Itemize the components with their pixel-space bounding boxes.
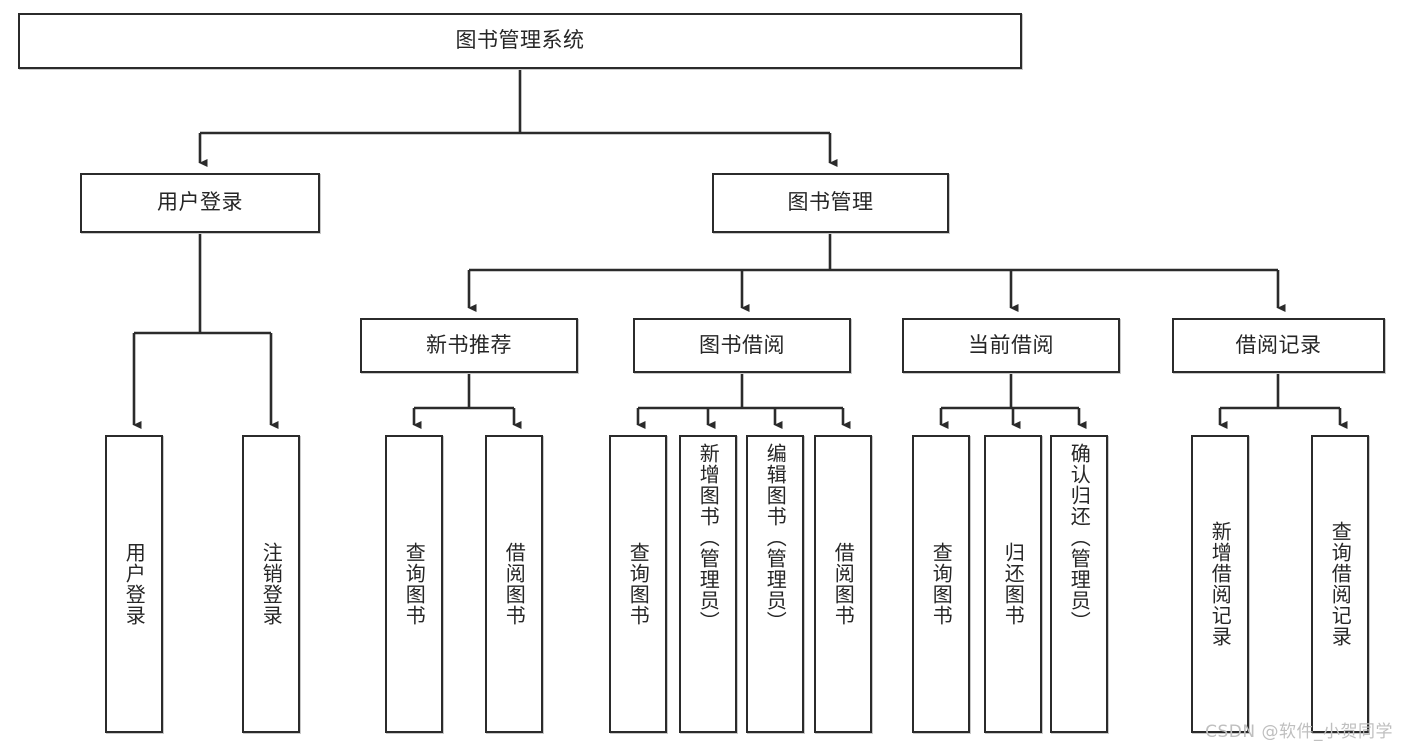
node-leaf-edit-book-label: 编辑图书（管理员） [763,443,788,632]
node-leaf-user-login-label: 用户登录 [122,542,147,626]
node-leaf-query-book-2[interactable]: 查询图书 [609,435,667,733]
node-new-book-recommend[interactable]: 新书推荐 [360,318,578,373]
node-leaf-add-record[interactable]: 新增借阅记录 [1191,435,1249,733]
node-leaf-return-book-label: 归还图书 [1001,542,1026,626]
node-leaf-user-logout[interactable]: 注销登录 [242,435,300,733]
node-leaf-borrow-book-1[interactable]: 借阅图书 [485,435,543,733]
node-leaf-add-book[interactable]: 新增图书（管理员） [679,435,737,733]
node-leaf-edit-book[interactable]: 编辑图书（管理员） [746,435,804,733]
node-leaf-query-record-label: 查询借阅记录 [1328,521,1353,647]
node-leaf-add-record-label: 新增借阅记录 [1208,521,1233,647]
node-current-borrow[interactable]: 当前借阅 [902,318,1120,373]
node-new-book-recommend-label: 新书推荐 [426,332,512,357]
node-user-login[interactable]: 用户登录 [80,173,320,233]
node-borrow-record[interactable]: 借阅记录 [1172,318,1385,373]
node-leaf-add-book-label: 新增图书（管理员） [696,443,721,632]
node-leaf-confirm-return[interactable]: 确认归还（管理员） [1050,435,1108,733]
node-leaf-query-book-1[interactable]: 查询图书 [385,435,443,733]
node-book-borrow[interactable]: 图书借阅 [633,318,851,373]
node-user-login-label: 用户登录 [157,190,243,215]
node-leaf-query-record[interactable]: 查询借阅记录 [1311,435,1369,733]
node-leaf-borrow-book-2[interactable]: 借阅图书 [814,435,872,733]
node-current-borrow-label: 当前借阅 [968,332,1054,357]
node-leaf-user-logout-label: 注销登录 [259,542,284,626]
node-book-borrow-label: 图书借阅 [699,332,785,357]
node-book-management-label: 图书管理 [787,190,874,215]
node-leaf-return-book[interactable]: 归还图书 [984,435,1042,733]
node-leaf-confirm-return-label: 确认归还（管理员） [1067,443,1092,632]
node-book-management[interactable]: 图书管理 [712,173,949,233]
node-leaf-query-book-1-label: 查询图书 [402,542,427,626]
node-leaf-user-login[interactable]: 用户登录 [105,435,163,733]
node-root[interactable]: 图书管理系统 [18,13,1022,69]
node-leaf-query-book-2-label: 查询图书 [626,542,651,626]
node-root-label: 图书管理系统 [455,28,585,53]
node-borrow-record-label: 借阅记录 [1235,332,1322,357]
watermark: CSDN @软件_小贺同学 [1205,722,1393,742]
node-leaf-borrow-book-2-label: 借阅图书 [831,542,856,626]
node-leaf-query-book-3[interactable]: 查询图书 [912,435,970,733]
node-leaf-query-book-3-label: 查询图书 [929,542,954,626]
node-leaf-borrow-book-1-label: 借阅图书 [502,542,527,626]
